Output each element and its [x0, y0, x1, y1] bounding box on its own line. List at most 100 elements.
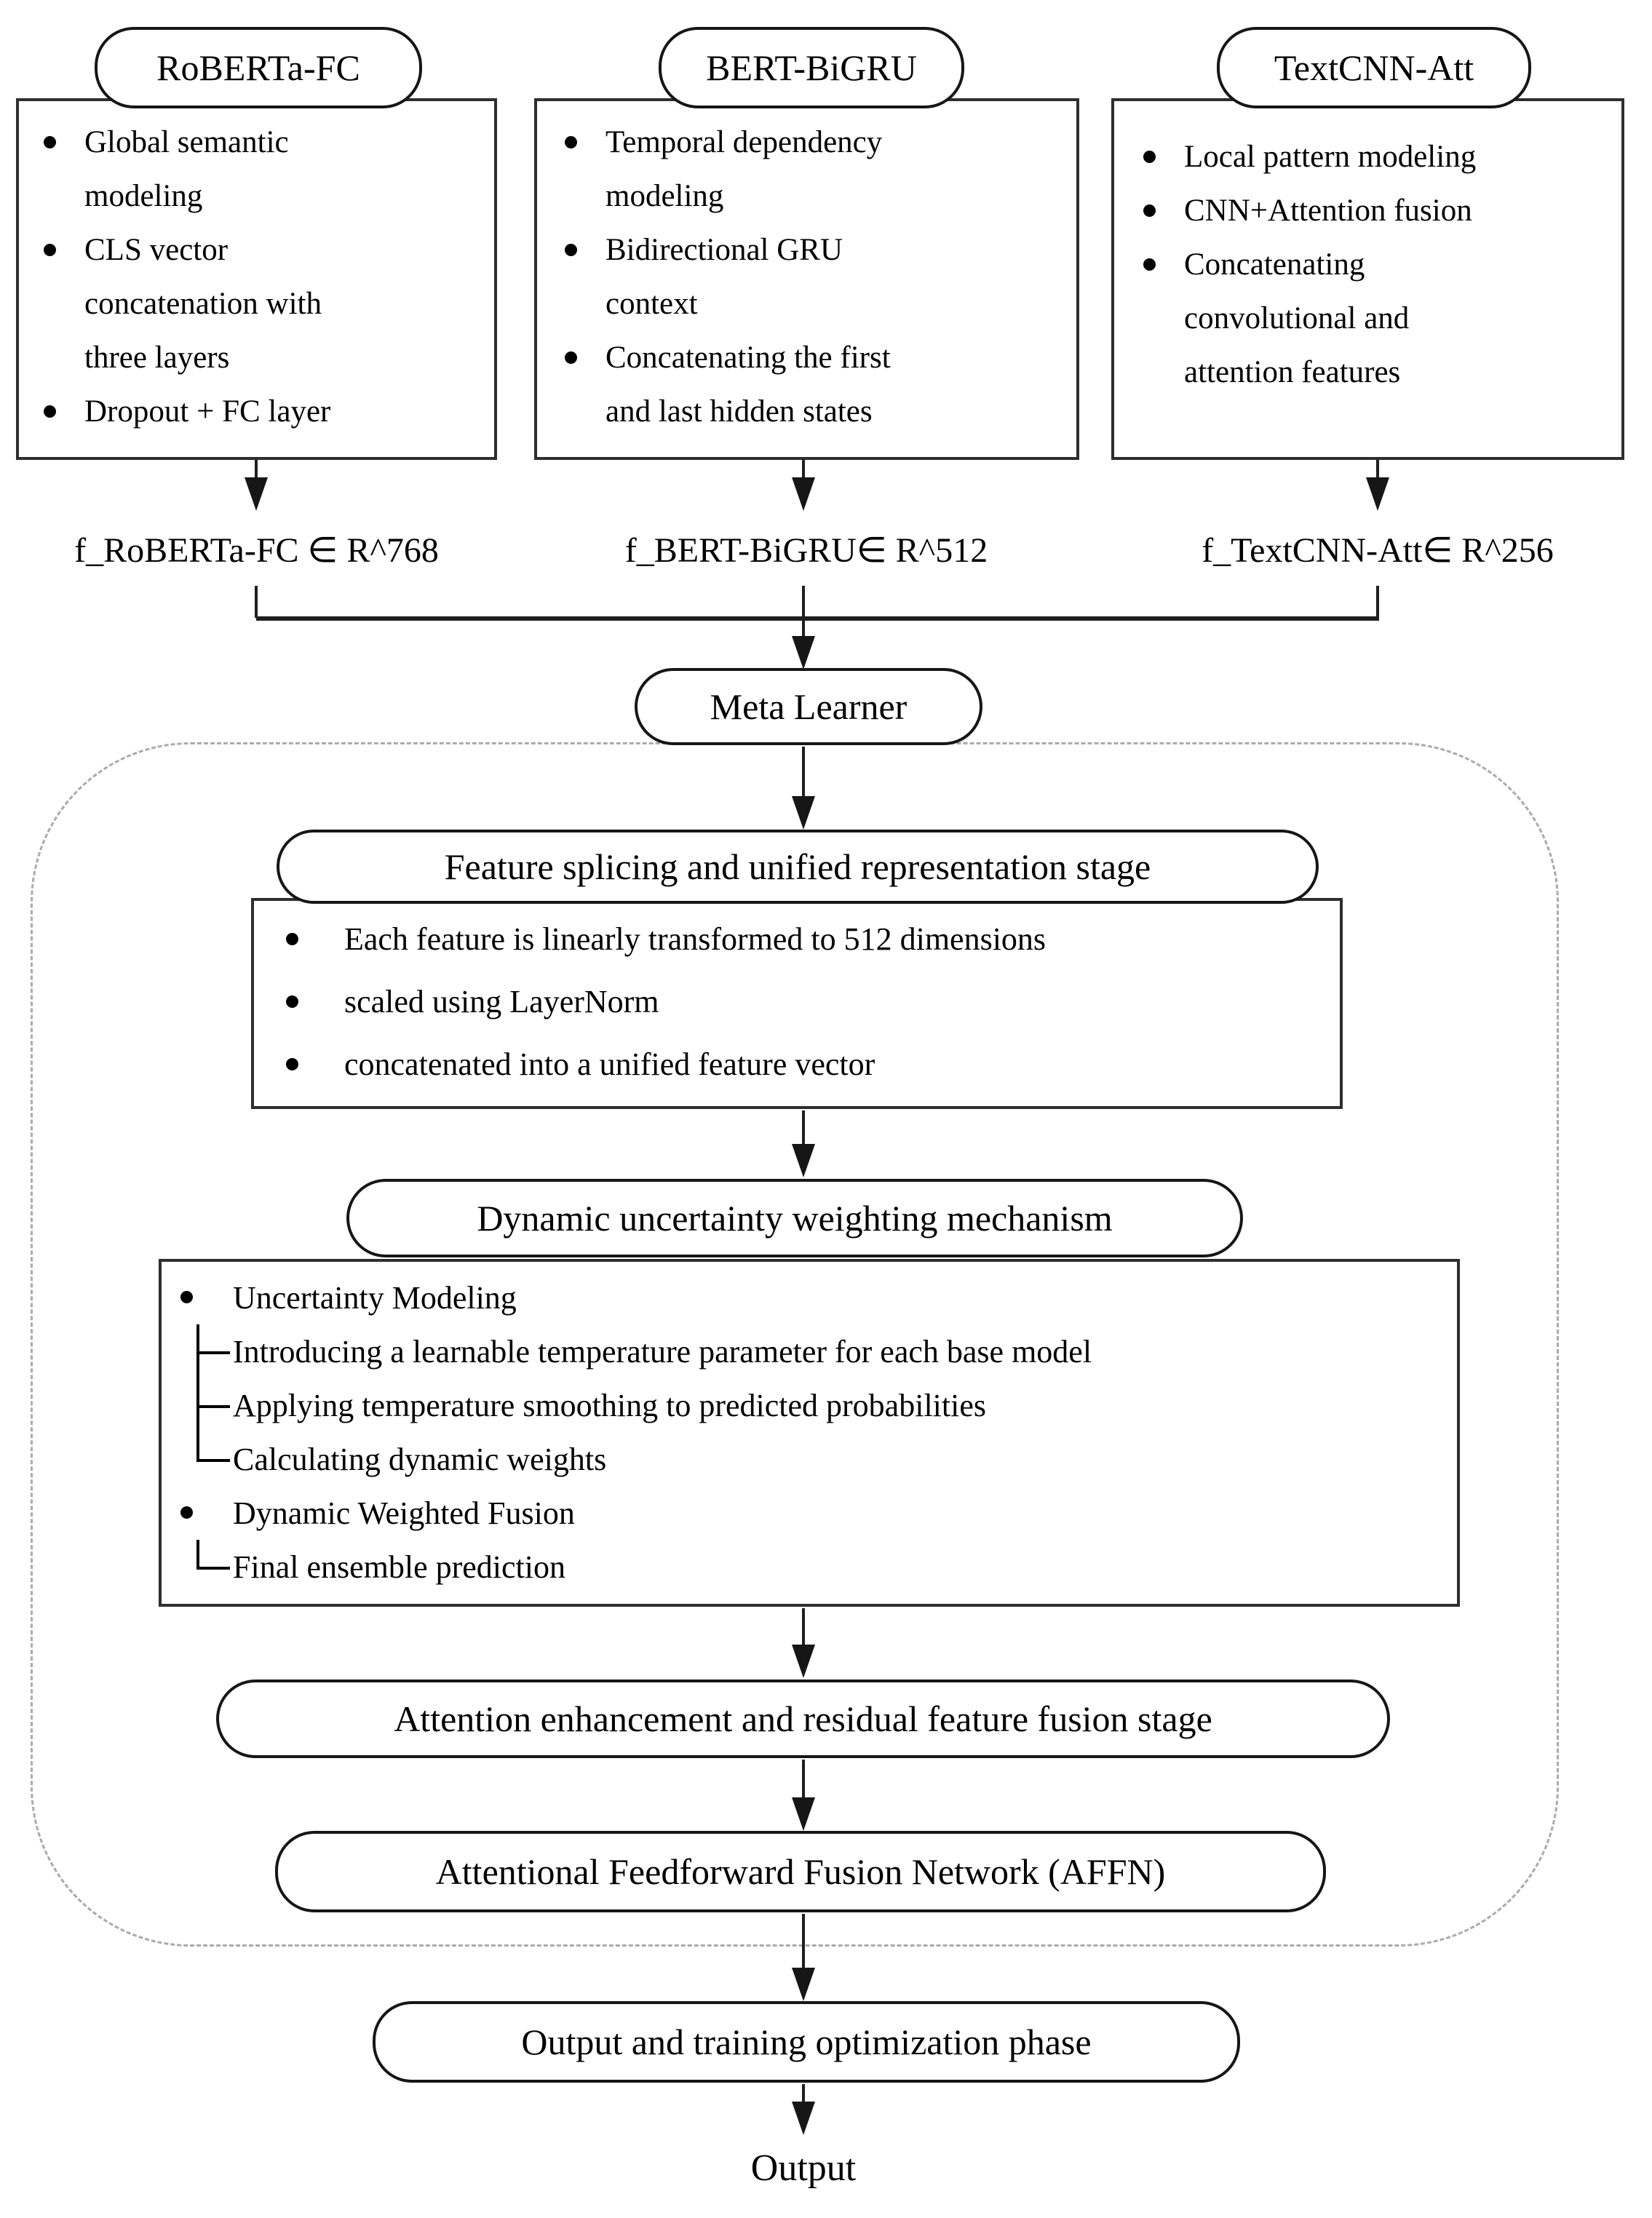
model-pill-label: BERT-BiGRU — [706, 47, 917, 88]
arrow-line — [802, 1760, 805, 1797]
bullet-line: concatenated into a unified feature vect… — [344, 1046, 875, 1082]
tree-elbow-icon — [173, 1540, 233, 1594]
output-label: Output — [750, 2147, 857, 2189]
feature-label-roberta-fc: f_RoBERTa-FC ∈ R^768 — [74, 531, 439, 570]
meta-learner-label: Meta Learner — [710, 686, 908, 727]
merge-stub-line — [255, 586, 258, 618]
merge-stub-line — [802, 586, 805, 618]
arrow-line — [802, 460, 805, 479]
tree-line: Uncertainty Modeling — [233, 1279, 517, 1316]
meta-learner-pill: Meta Learner — [635, 668, 982, 745]
bullet-line: CLS vector — [84, 233, 229, 267]
list-item: Local pattern modeling — [1132, 130, 1617, 184]
arrow-line — [802, 747, 805, 798]
bullet-icon — [1132, 184, 1184, 238]
weighting-stage-pill: Dynamic uncertainty weighting mechanism — [346, 1179, 1243, 1257]
arrow-down-icon — [792, 477, 815, 511]
bullet-line: Dropout + FC layer — [84, 394, 331, 429]
bullet-icon — [553, 223, 605, 331]
bullet-line: and last hidden states — [605, 394, 873, 429]
arrow-line — [255, 460, 258, 479]
arrow-line — [802, 1110, 805, 1145]
attention-stage-title: Attention enhancement and residual featu… — [394, 1698, 1212, 1739]
bullet-line: scaled using LayerNorm — [344, 984, 659, 1019]
arrow-line — [802, 1608, 805, 1646]
tree-line: Calculating dynamic weights — [233, 1441, 607, 1477]
splicing-stage-box: Each feature is linearly transformed to … — [251, 898, 1343, 1109]
arrow-down-icon — [245, 477, 268, 511]
bullet-icon — [173, 1486, 233, 1540]
output-stage-pill: Output and training optimization phase — [373, 2001, 1240, 2083]
affn-stage-pill: Attentional Feedforward Fusion Network (… — [275, 1831, 1326, 1912]
model-pill-label: TextCNN-Att — [1274, 47, 1474, 88]
list-item: Temporal dependency modeling — [553, 116, 1072, 223]
bullet-icon — [32, 385, 84, 439]
list-item: Calculating dynamic weights — [173, 1432, 1447, 1486]
attention-stage-pill: Attention enhancement and residual featu… — [216, 1680, 1390, 1758]
bullet-line: attention features — [1184, 355, 1401, 389]
bullet-line: Local pattern modeling — [1184, 140, 1477, 174]
list-item: Applying temperature smoothing to predic… — [173, 1378, 1447, 1432]
list-item: concatenated into a unified feature vect… — [280, 1033, 1330, 1096]
bullet-line: context — [605, 287, 698, 321]
merge-horizontal-line — [256, 616, 1379, 621]
list-item: Uncertainty Modeling — [173, 1271, 1447, 1324]
arrow-down-icon — [792, 1968, 815, 2001]
list-item: Concatenating convolutional and attentio… — [1132, 238, 1617, 400]
splicing-stage-pill: Feature splicing and unified representat… — [277, 830, 1319, 904]
list-item: CNN+Attention fusion — [1132, 184, 1617, 238]
tree-branch-icon — [173, 1378, 233, 1432]
bullet-icon — [32, 223, 84, 385]
bullet-line: Temporal dependency — [605, 125, 883, 159]
arrow-line — [802, 1914, 805, 1968]
list-item: Each feature is linearly transformed to … — [280, 908, 1330, 971]
bullet-line: modeling — [605, 179, 724, 213]
bullet-line: three layers — [84, 341, 230, 375]
tree-branch-icon — [173, 1324, 233, 1378]
weighting-stage-box: Uncertainty Modeling Introducing a learn… — [159, 1259, 1460, 1607]
bullet-icon — [1132, 130, 1184, 184]
model-pill-bert-bigru: BERT-BiGRU — [659, 27, 964, 108]
model-pill-label: RoBERTa-FC — [156, 47, 360, 88]
bullet-line: Concatenating — [1184, 247, 1365, 282]
arrow-down-icon — [792, 1797, 815, 1831]
arrow-line — [802, 2084, 805, 2102]
feature-label-textcnn-att: f_TextCNN-Att∈ R^256 — [1202, 531, 1554, 570]
arrow-down-icon — [792, 1144, 815, 1177]
bullet-line: Each feature is linearly transformed to … — [344, 921, 1047, 957]
bullet-icon — [280, 908, 344, 971]
splicing-stage-title: Feature splicing and unified representat… — [444, 846, 1151, 887]
list-item: scaled using LayerNorm — [280, 971, 1330, 1033]
bullet-line: concatenation with — [84, 287, 322, 321]
tree-line: Dynamic Weighted Fusion — [233, 1495, 575, 1531]
weighting-stage-title: Dynamic uncertainty weighting mechanism — [477, 1198, 1113, 1239]
list-item: Bidirectional GRU context — [553, 223, 1072, 331]
list-item: Global semantic modeling — [32, 116, 490, 223]
feature-label-bert-bigru: f_BERT-BiGRU∈ R^512 — [624, 531, 988, 570]
bullet-icon — [1132, 238, 1184, 400]
model-pill-textcnn-att: TextCNN-Att — [1217, 27, 1531, 108]
bullet-icon — [553, 331, 605, 439]
arrow-down-icon — [792, 796, 815, 830]
tree-elbow-icon — [173, 1432, 233, 1486]
arrow-down-icon — [1366, 477, 1389, 511]
tree-line: Introducing a learnable temperature para… — [233, 1333, 1092, 1370]
list-item: Concatenating the first and last hidden … — [553, 331, 1072, 439]
bullet-icon — [280, 971, 344, 1033]
model-box-roberta-fc: Global semantic modeling CLS vector conc… — [16, 98, 497, 460]
arrow-down-icon — [792, 636, 815, 669]
bullet-line: Concatenating the first — [605, 341, 891, 375]
arrow-down-icon — [792, 2102, 815, 2135]
list-item: CLS vector concatenation with three laye… — [32, 223, 490, 385]
merge-stub-line — [1376, 586, 1379, 618]
bullet-line: convolutional and — [1184, 301, 1410, 335]
arrow-down-icon — [792, 1645, 815, 1678]
output-stage-title: Output and training optimization phase — [521, 2022, 1092, 2062]
affn-stage-title: Attentional Feedforward Fusion Network (… — [435, 1851, 1166, 1892]
list-item: Dropout + FC layer — [32, 385, 490, 439]
bullet-icon — [32, 116, 84, 223]
list-item: Dynamic Weighted Fusion — [173, 1486, 1447, 1540]
bullet-icon — [553, 116, 605, 223]
bullet-line: Global semantic — [84, 125, 289, 159]
